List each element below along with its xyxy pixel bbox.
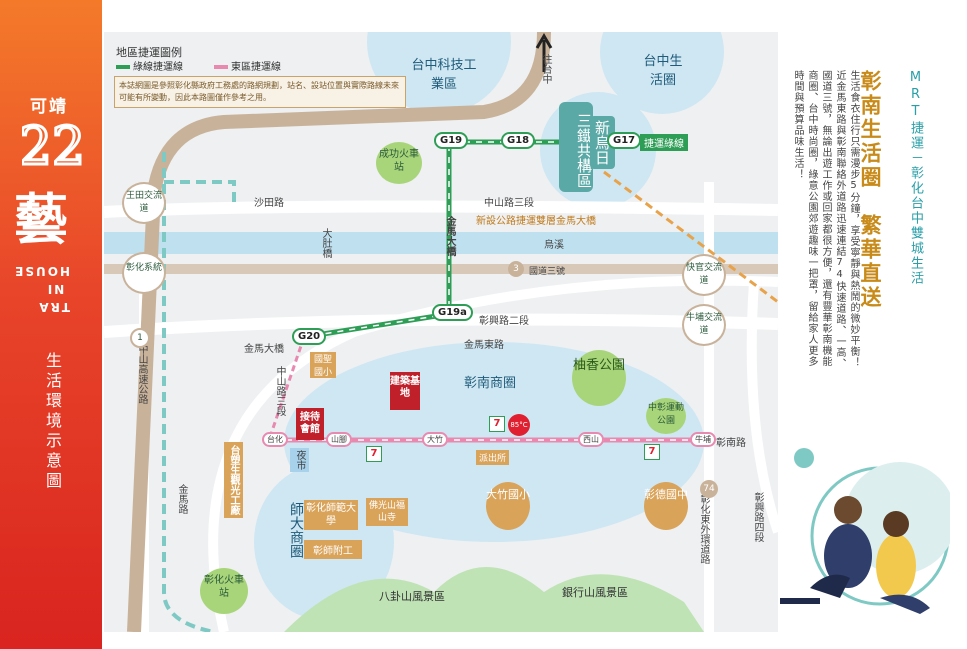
map-graphics bbox=[104, 32, 778, 632]
road-jinma-lu: 金馬路 bbox=[176, 484, 187, 514]
place-zhongbin-park: 中彰運動公園 bbox=[646, 398, 686, 434]
place-taisu: 台塑生觀光工廠 bbox=[224, 442, 243, 518]
legend-pink-label: 東區捷運線 bbox=[231, 62, 281, 73]
place-wangtian: 王田交流道 bbox=[122, 182, 166, 224]
area-changnan: 彰南商圈 bbox=[464, 376, 517, 391]
place-dadu-bridge: 大肚橋 bbox=[320, 228, 331, 258]
station-g17: G17 bbox=[607, 132, 642, 149]
station-dazhu: 大竹 bbox=[422, 432, 448, 447]
legend-title: 地區捷運圖例 bbox=[116, 46, 182, 59]
legend-pink-swatch bbox=[214, 65, 228, 69]
area-yinhe: 銀行山風景區 bbox=[562, 586, 628, 599]
brand-english: TRA NI HOUSE bbox=[13, 264, 70, 314]
place-shida-uni: 彰化師範大學 bbox=[304, 500, 358, 530]
place-jiedai: 接待會館 bbox=[296, 408, 324, 440]
river bbox=[104, 232, 778, 254]
area-sanwu: 三鐵共構區 bbox=[559, 102, 593, 192]
area-bagua: 八卦山風景區 bbox=[379, 590, 445, 603]
right-title: 彰南生活圈 繁華直送 bbox=[858, 70, 883, 310]
sidebar-caption: 生活環境示意圖 bbox=[43, 352, 62, 492]
river-wuxi: 烏溪 bbox=[544, 240, 564, 251]
place-kuaiguan: 快官交流道 bbox=[682, 254, 726, 296]
road-changxing2: 彰興路二段 bbox=[479, 316, 529, 327]
highway-3 bbox=[104, 264, 778, 274]
area-youxiang: 柚香公園 bbox=[572, 350, 626, 406]
place-guosheng: 國聖國小 bbox=[310, 352, 336, 378]
route-1-badge: 1 bbox=[130, 328, 150, 348]
area-taichung-tech: 台中科技工業區 bbox=[411, 58, 477, 92]
place-yeshi: 夜市 bbox=[290, 448, 309, 472]
couple-illustration-icon bbox=[780, 448, 950, 614]
road-zhongshan-highway: 中山高速公路 bbox=[136, 344, 147, 404]
place-niupu-ic: 牛埔交流道 bbox=[682, 304, 726, 346]
road-east-ring: 彰化東外環道路 bbox=[698, 494, 709, 564]
area-shida: 師大商圈 bbox=[288, 502, 304, 558]
right-body: 生活食衣住行只需漫步5分鐘，享受寧靜與熱鬧的微妙平衡！近金馬東路與彰南聯絡外道路… bbox=[792, 70, 859, 369]
brand-name: 藝 bbox=[14, 187, 68, 251]
convenience-store-icon: 7 bbox=[644, 444, 660, 460]
place-dazhu-school: 大竹國小 bbox=[486, 482, 530, 530]
brand-sidebar: 可靖 22 藝 TRA NI HOUSE 生活環境示意圖 bbox=[0, 0, 102, 649]
route-74-badge: 74 bbox=[700, 480, 718, 498]
place-changhua-sys: 彰化系統 bbox=[122, 252, 166, 294]
convenience-store-icon: 7 bbox=[489, 416, 505, 432]
legend-notice: 本誌網圖是參照彰化縣政府工務處的路網規劃，站名、設站位置與實際路線未來可能有所變… bbox=[114, 76, 406, 108]
road-jinma-vertical: 金馬大橋 bbox=[444, 216, 455, 256]
area-taichung-life: 台中生活圈 bbox=[643, 54, 683, 88]
place-chenggong: 成功火車站 bbox=[376, 142, 422, 184]
road-jinma-east: 金馬東路 bbox=[464, 340, 504, 351]
road-jinma-new: 新設公路捷運雙層金馬大橋 bbox=[476, 216, 596, 227]
legend-green: 綠線捷運線 bbox=[116, 58, 183, 73]
legend-green-label: 綠線捷運線 bbox=[133, 62, 183, 73]
station-niupu: 牛埔 bbox=[690, 432, 716, 447]
road-towards: 往台中 bbox=[540, 54, 551, 84]
place-changde: 彰德國中 bbox=[644, 482, 688, 530]
road-zhongshan-road3: 中山路三段 bbox=[274, 366, 285, 416]
station-xishan: 西山 bbox=[578, 432, 604, 447]
place-jianzhu: 建築基地 bbox=[390, 372, 420, 410]
convenience-store-icon: 7 bbox=[366, 446, 382, 462]
life-area-circle bbox=[600, 32, 724, 114]
transit-map: 地區捷運圖例 綠線捷運線 東區捷運線 本誌網圖是參照彰化縣政府工務處的路網規劃，… bbox=[104, 32, 778, 632]
station-g19: G19 bbox=[434, 132, 469, 149]
station-g20: G20 bbox=[292, 328, 327, 345]
right-subtitle: MRT捷運－彰化台中雙城生活 bbox=[908, 70, 923, 286]
place-changhua-station: 彰化火車站 bbox=[200, 568, 248, 614]
brand-number: 22 bbox=[22, 117, 82, 174]
legend-green-swatch bbox=[116, 65, 130, 69]
road-changxing4: 彰興路四段 bbox=[752, 492, 763, 542]
green-line-label: 捷運綠線 bbox=[640, 134, 688, 151]
station-g18: G18 bbox=[501, 132, 536, 149]
place-shida-affil: 彰師附工 bbox=[304, 540, 362, 559]
station-shanjiao: 山腳 bbox=[326, 432, 352, 447]
brand-number-logo: 22 bbox=[22, 116, 82, 174]
north-arrow-icon bbox=[535, 33, 553, 72]
road-shafa: 沙田路 bbox=[254, 198, 284, 209]
place-foguang: 佛光山福山寺 bbox=[366, 498, 408, 526]
road-changnan: 彰南路 bbox=[716, 438, 746, 449]
road-jinma-bridge: 金馬大橋 bbox=[244, 344, 284, 355]
place-badge-85: 85°C bbox=[508, 414, 530, 436]
legend-pink: 東區捷運線 bbox=[214, 58, 281, 73]
mountain-icon bbox=[284, 567, 704, 632]
station-taihua: 台化 bbox=[262, 432, 288, 447]
place-police: 派出所 bbox=[476, 450, 510, 465]
road-zhongshan3: 中山路三段 bbox=[484, 198, 534, 209]
route-3-badge: 3 bbox=[508, 261, 524, 277]
station-g19a: G19a bbox=[432, 304, 473, 321]
road-highway3: 國道三號 bbox=[529, 267, 566, 277]
brand-prefix: 可靖 bbox=[30, 97, 68, 117]
